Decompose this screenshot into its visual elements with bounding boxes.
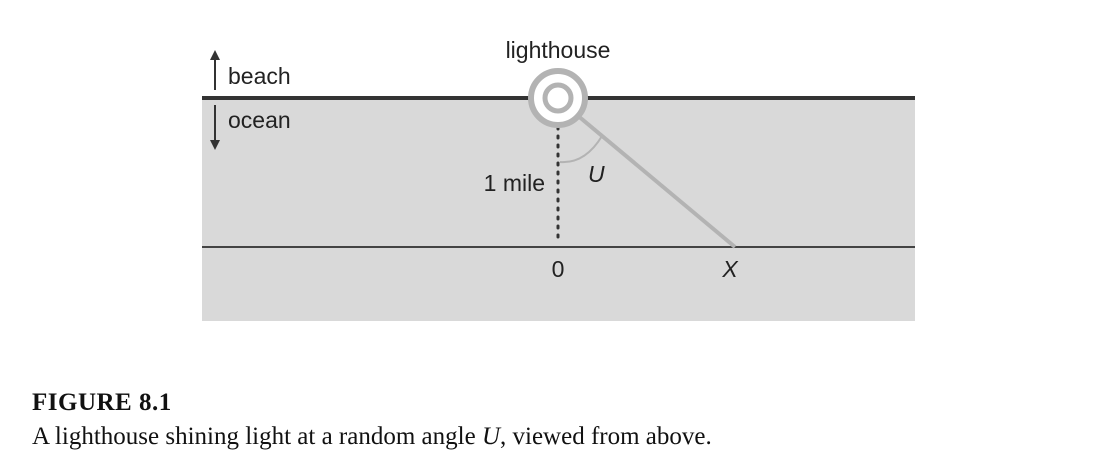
caption-title: FIGURE 8.1 — [32, 389, 172, 416]
angle-arc — [559, 135, 603, 164]
ocean-label: ocean — [228, 107, 291, 133]
origin-label: 0 — [552, 256, 565, 282]
lighthouse-label: lighthouse — [506, 37, 611, 63]
point-x-label: X — [721, 256, 739, 282]
beach-label: beach — [228, 63, 291, 89]
light-beam — [575, 113, 737, 249]
caption-text: A lighthouse shining light at a random a… — [32, 420, 1072, 454]
angle-label: U — [588, 161, 605, 187]
lighthouse-icon — [528, 68, 588, 128]
caption-text-after: , viewed from above. — [500, 423, 712, 450]
caption-text-before: A lighthouse shining light at a random a… — [32, 423, 482, 450]
figure-caption: FIGURE 8.1 A lighthouse shining light at… — [32, 386, 1072, 454]
distance-label: 1 mile — [484, 170, 545, 196]
caption-variable: U — [481, 423, 501, 450]
